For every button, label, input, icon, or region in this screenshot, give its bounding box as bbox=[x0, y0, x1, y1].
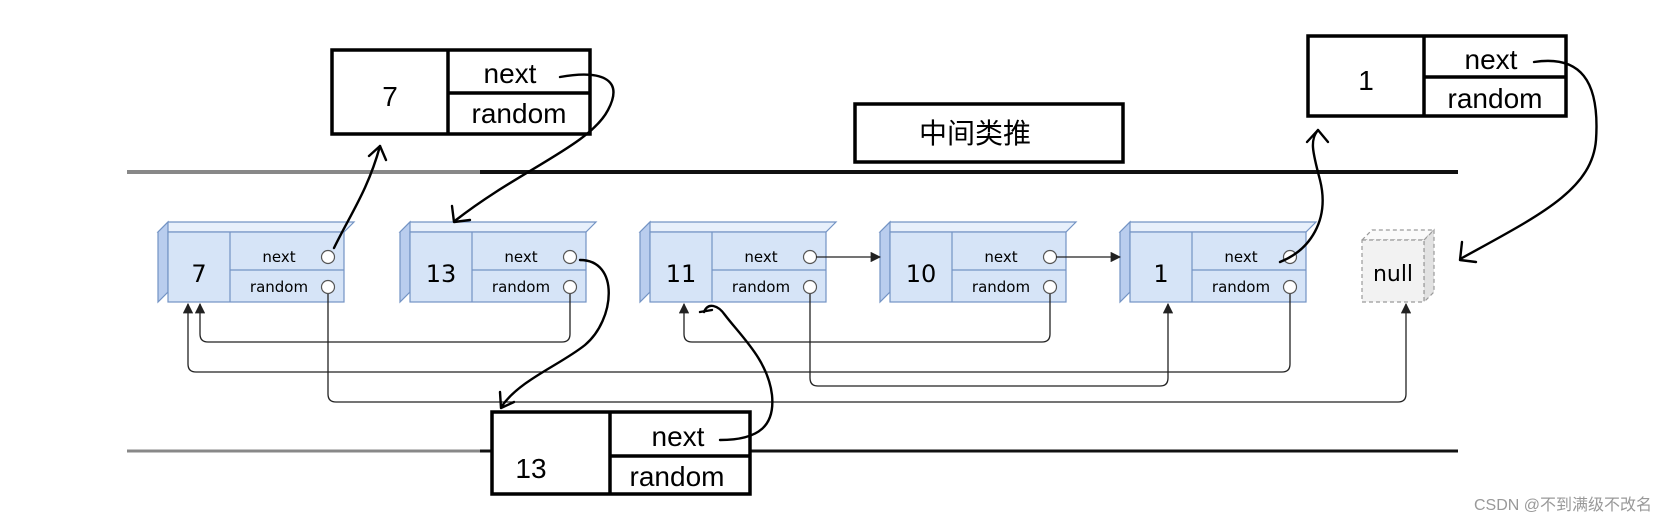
next-pointer-dot bbox=[562, 249, 578, 265]
hand-arrowhead bbox=[1305, 128, 1330, 144]
list-node-10: 10 next random bbox=[878, 220, 1078, 304]
list-node-1: 1 next random bbox=[1118, 220, 1318, 304]
random-arrow-7-to-null bbox=[327, 294, 1412, 403]
random-pointer-dot bbox=[562, 279, 578, 295]
hand-arrow-node7-to-copy7 bbox=[332, 144, 382, 250]
null-label: null bbox=[1373, 262, 1413, 287]
node-next-label: next bbox=[504, 248, 537, 266]
node-random-label: random bbox=[250, 278, 308, 296]
node-random-label: random bbox=[732, 278, 790, 296]
hand-arrowhead bbox=[498, 390, 516, 410]
copy-random-label: random bbox=[472, 98, 567, 129]
title-label: 中间类推 bbox=[919, 118, 1031, 149]
hand-arrow-node1-to-copy1 bbox=[1278, 128, 1324, 264]
copy-box-1: 1 next random bbox=[1306, 34, 1568, 118]
title-box: 中间类推 bbox=[853, 102, 1125, 164]
list-node-7: 7 next random bbox=[156, 220, 356, 304]
random-pointer-dot bbox=[320, 279, 336, 295]
node-next-label: next bbox=[1224, 248, 1257, 266]
random-arrow-11-to-1 bbox=[809, 294, 1174, 387]
hand-arrowhead bbox=[1458, 240, 1478, 264]
copy-random-label: random bbox=[1448, 83, 1543, 114]
random-arrow-13-to-7 bbox=[194, 294, 571, 343]
hand-arrowhead bbox=[450, 204, 472, 224]
next-pointer-dot bbox=[802, 249, 818, 265]
node-next-label: next bbox=[262, 248, 295, 266]
list-node-11: 11 next random bbox=[638, 220, 838, 304]
copy-value: 7 bbox=[382, 81, 398, 112]
node-next-label: next bbox=[744, 248, 777, 266]
node-value: 11 bbox=[666, 260, 697, 288]
hand-arrowhead bbox=[367, 144, 388, 162]
node-value: 13 bbox=[426, 260, 457, 288]
random-pointer-dot bbox=[802, 279, 818, 295]
hand-arrow-node13-to-copy13 bbox=[500, 258, 610, 408]
next-pointer-dot bbox=[320, 249, 336, 265]
node-random-label: random bbox=[1212, 278, 1270, 296]
watermark: CSDN @不到满级不改名 bbox=[1473, 497, 1652, 514]
node-random-label: random bbox=[492, 278, 550, 296]
random-arrow-1-to-7 bbox=[182, 294, 1291, 373]
node-random-label: random bbox=[972, 278, 1030, 296]
copy-value: 13 bbox=[515, 453, 546, 484]
random-pointer-dot bbox=[1282, 279, 1298, 295]
next-pointer-dot bbox=[1042, 249, 1058, 265]
hand-arrow-copy13-to-node11 bbox=[702, 304, 774, 442]
hand-arrowhead bbox=[698, 308, 714, 314]
copy-next-label: next bbox=[652, 421, 705, 452]
copy-value: 1 bbox=[1358, 65, 1374, 96]
copy-box-13: 13 next random bbox=[490, 410, 752, 496]
copy-random-label: random bbox=[630, 461, 725, 492]
random-pointer-dot bbox=[1042, 279, 1058, 295]
null-node: null bbox=[1360, 228, 1436, 304]
copy-next-label: next bbox=[484, 58, 537, 89]
list-node-13: 13 next random bbox=[398, 220, 598, 304]
random-arrow-10-to-11 bbox=[678, 294, 1051, 343]
hand-arrow-copy1-to-null bbox=[1460, 59, 1598, 260]
copy-next-label: next bbox=[1465, 44, 1518, 75]
hand-arrow-copy7-to-node13 bbox=[454, 73, 615, 222]
node-value: 1 bbox=[1153, 260, 1168, 288]
node-value: 10 bbox=[906, 260, 937, 288]
copy-box-7: 7 next random bbox=[330, 48, 592, 136]
node-value: 7 bbox=[191, 260, 206, 288]
node-next-label: next bbox=[984, 248, 1017, 266]
